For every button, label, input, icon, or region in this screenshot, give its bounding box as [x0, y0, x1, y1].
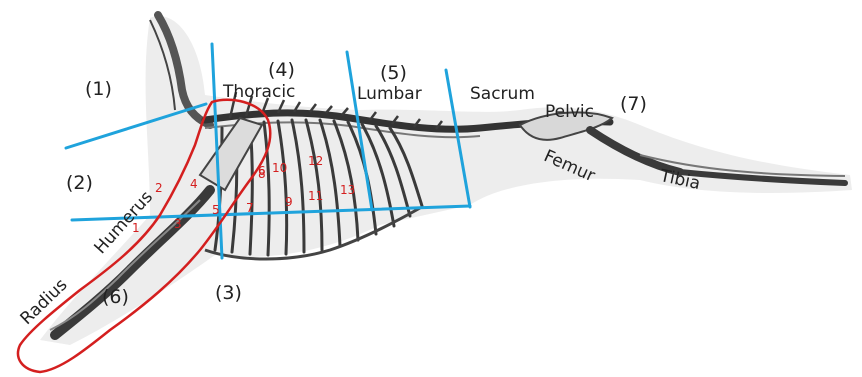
region-label-2: (2)	[66, 174, 93, 193]
rib-number: 10	[272, 162, 287, 174]
region-label-7: (7)	[620, 95, 647, 114]
label-lumbar: Lumbar	[357, 86, 422, 103]
rib-number: 7	[246, 202, 254, 214]
region-label-3: (3)	[215, 284, 242, 303]
rib-number: 4	[190, 178, 198, 190]
label-thoracic: Thoracic	[223, 84, 295, 101]
rib-number: 3	[174, 218, 182, 230]
rib-number: 9	[285, 196, 293, 208]
region-label-5: (5)	[380, 64, 407, 83]
region-label-6: (6)	[102, 288, 129, 307]
region-label-4: (4)	[268, 61, 295, 80]
rib-number: 13	[340, 184, 355, 196]
rib-number: 2	[155, 182, 163, 194]
rib-number: 5	[212, 204, 220, 216]
rib-number: 11	[308, 190, 323, 202]
label-pelvic: Pelvic	[545, 104, 594, 121]
label-sacrum: Sacrum	[470, 86, 535, 103]
rib-number: 8	[258, 168, 266, 180]
rib-number: 1	[132, 222, 140, 234]
rib-number: 12	[308, 155, 323, 167]
region-label-1: (1)	[85, 80, 112, 99]
